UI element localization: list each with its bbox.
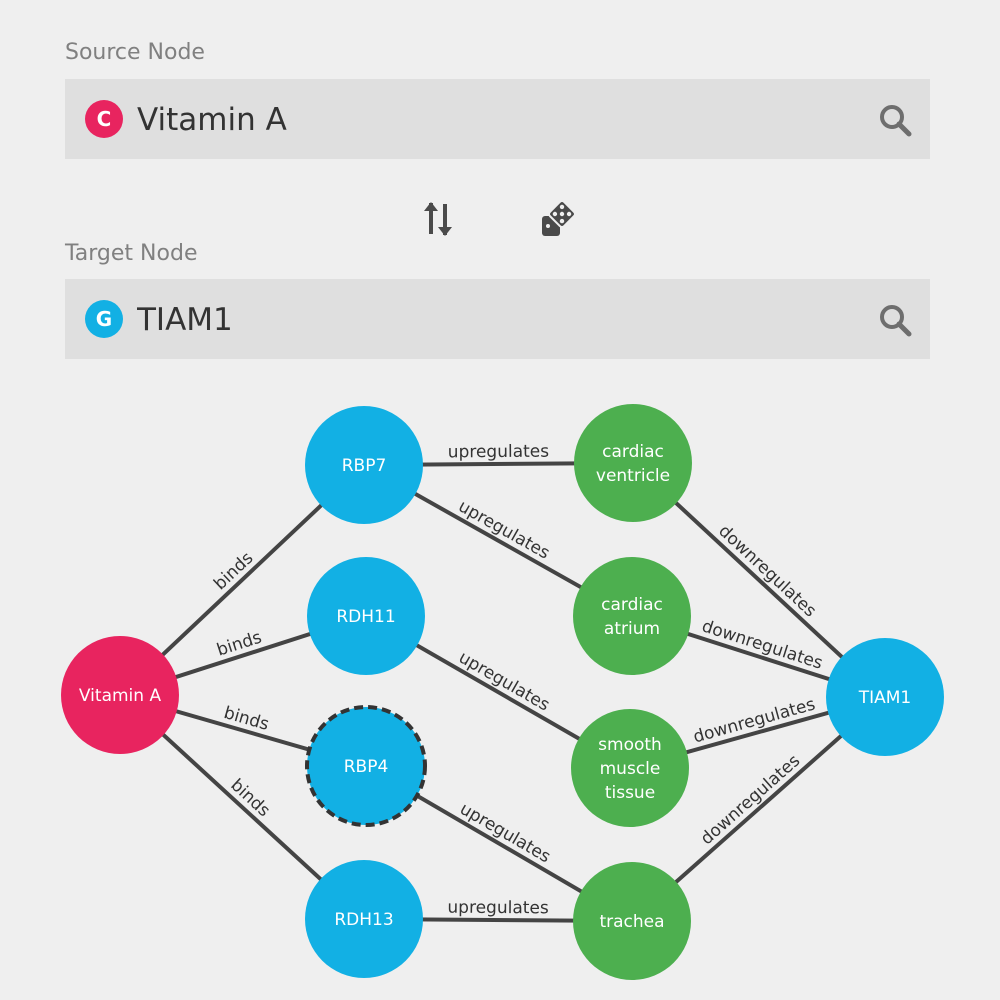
source-type-badge: C (85, 100, 123, 138)
node-circle[interactable] (307, 557, 425, 675)
source-search-box[interactable]: C (65, 79, 930, 161)
node-label: RBP4 (344, 757, 389, 777)
edge-label: upregulates (448, 442, 550, 463)
node-vitamin-a[interactable]: Vitamin A (61, 636, 179, 754)
node-label: cardiac (601, 595, 663, 615)
edge-label: upregulates (456, 799, 554, 867)
node-label: ventricle (596, 466, 670, 486)
target-type-badge: G (85, 300, 123, 338)
source-node-label: Source Node (65, 40, 205, 65)
node-circle[interactable] (573, 557, 691, 675)
node-label: muscle (600, 759, 661, 779)
node-circle[interactable] (305, 860, 423, 978)
edge-label: upregulates (455, 648, 553, 716)
node-cardiac-atrium[interactable]: cardiac atrium (573, 557, 691, 675)
node-circle[interactable] (305, 406, 423, 524)
search-icon[interactable] (878, 103, 912, 137)
node-circle[interactable] (574, 404, 692, 522)
edge-label: upregulates (447, 898, 549, 919)
path-graph: bindsbindsbindsbindsupregulatesupregulat… (61, 404, 944, 980)
node-rbp4[interactable]: RBP4 (305, 705, 427, 827)
node-label: RDH13 (334, 910, 393, 930)
edge-label: downregulates (714, 521, 820, 621)
node-rdh13[interactable]: RDH13 (305, 860, 423, 978)
node-tiam1[interactable]: TIAM1 (826, 638, 944, 756)
target-node-label: Target Node (65, 241, 198, 266)
node-label: atrium (604, 619, 660, 639)
node-label: trachea (599, 912, 664, 932)
dice-icon[interactable] (538, 198, 578, 240)
swap-arrows-icon[interactable] (422, 200, 454, 238)
node-circle[interactable] (61, 636, 179, 754)
node-cardiac-ventricle[interactable]: cardiac ventricle (574, 404, 692, 522)
edge-label: upregulates (455, 496, 553, 563)
edge-label: downregulates (697, 751, 804, 849)
search-icon[interactable] (878, 303, 912, 337)
node-trachea[interactable]: trachea (573, 862, 691, 980)
node-rbp7[interactable]: RBP7 (305, 406, 423, 524)
node-label: TIAM1 (858, 688, 912, 708)
node-label: tissue (605, 783, 655, 803)
target-search-input[interactable] (135, 279, 859, 361)
node-label: cardiac (602, 442, 664, 462)
node-circle[interactable] (305, 705, 427, 827)
node-smooth-muscle-tissue[interactable]: smooth muscle tissue (571, 709, 689, 827)
node-label: RBP7 (342, 456, 387, 476)
node-label: smooth (598, 735, 662, 755)
node-label: Vitamin A (79, 686, 162, 706)
node-label: RDH11 (336, 607, 395, 627)
node-circle[interactable] (571, 709, 689, 827)
target-search-box[interactable]: G (65, 279, 930, 361)
source-search-input[interactable] (135, 79, 859, 161)
node-rdh11[interactable]: RDH11 (307, 557, 425, 675)
node-circle[interactable] (573, 862, 691, 980)
node-circle[interactable] (826, 638, 944, 756)
